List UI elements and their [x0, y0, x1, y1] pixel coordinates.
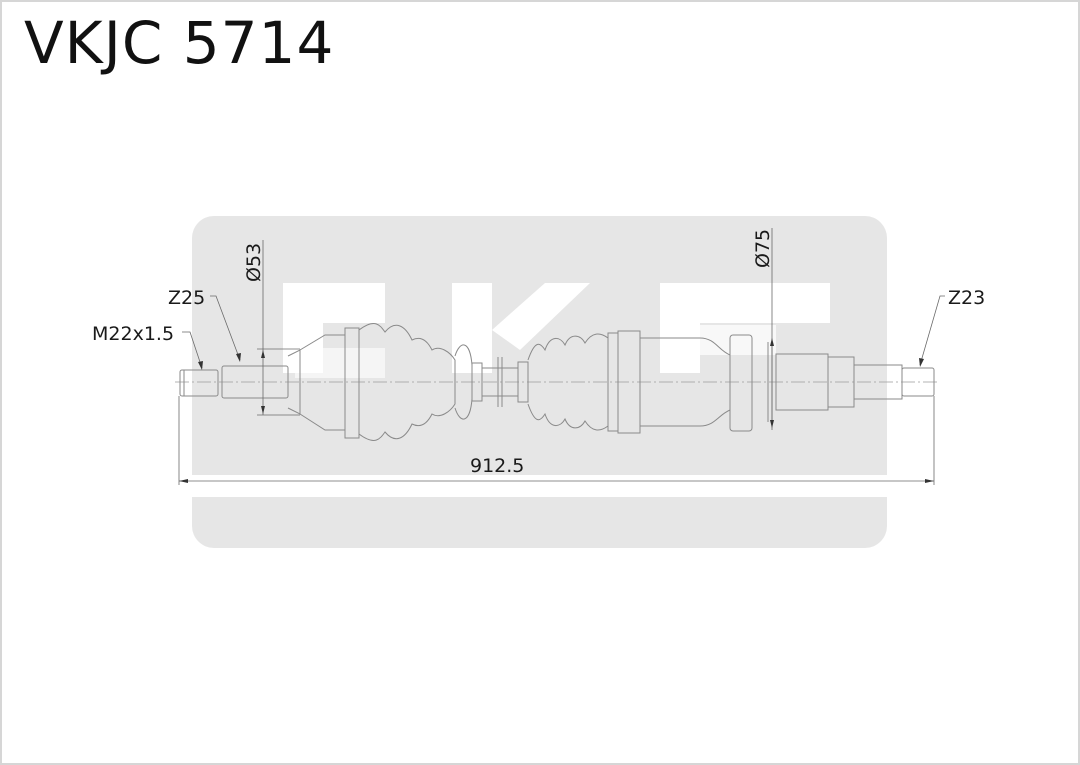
dimension-arrows	[179, 338, 934, 483]
part-number-title: VKJC 5714	[24, 9, 335, 77]
thread-label: M22x1.5	[92, 323, 174, 345]
spline-right-label: Z23	[948, 287, 985, 309]
diameter-right-label: Ø75	[752, 229, 774, 268]
dimension-lines	[178, 228, 945, 485]
overall-length-label: 912.5	[470, 455, 524, 477]
shaft-outline	[179, 323, 935, 441]
diameter-left-label: Ø53	[243, 243, 265, 282]
spline-left-label: Z25	[168, 287, 205, 309]
